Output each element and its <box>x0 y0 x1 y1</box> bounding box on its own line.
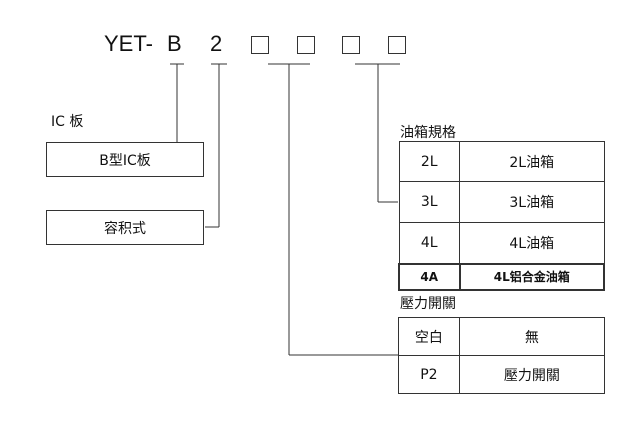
oil-tank-code: 4L <box>398 222 460 264</box>
pressure-switch-desc: 壓力開關 <box>458 355 606 394</box>
model-prefix: YET- <box>104 31 153 56</box>
pressure-switch-desc: 無 <box>458 317 606 356</box>
oil-tank-code: 2L <box>398 141 460 182</box>
code-slot-4 <box>388 36 406 54</box>
model-part-b: B <box>167 31 182 56</box>
oil-tank-code: 3L <box>398 181 460 223</box>
oil-tank-table: 2L 2L油箱 3L 3L油箱 4L 4L油箱 4A 4L铝合金油箱 <box>398 141 605 291</box>
oil-tank-code: 4A <box>398 262 461 291</box>
ic-board-heading: IC 板 <box>51 114 84 130</box>
oil-tank-desc: 4L铝合金油箱 <box>458 262 605 291</box>
model-part-2: 2 <box>210 31 223 56</box>
volume-type-box: 容积式 <box>46 210 204 245</box>
pressure-switch-code: 空白 <box>398 317 460 356</box>
oil-tank-desc: 4L油箱 <box>459 222 605 264</box>
ic-board-box-label: B型IC板 <box>99 152 151 169</box>
table-row: P2 壓力開關 <box>398 355 606 394</box>
volume-type-box-label: 容积式 <box>104 220 146 237</box>
pressure-switch-heading: 壓力開關 <box>400 296 456 312</box>
ic-board-box: B型IC板 <box>46 142 204 177</box>
pressure-switch-code: P2 <box>398 355 460 394</box>
table-row: 4A 4L铝合金油箱 <box>398 262 605 291</box>
table-row: 空白 無 <box>398 317 606 356</box>
oil-tank-heading: 油箱規格 <box>400 125 456 141</box>
table-row: 2L 2L油箱 <box>398 141 605 182</box>
table-row: 4L 4L油箱 <box>398 222 605 264</box>
oil-tank-desc: 2L油箱 <box>459 141 605 182</box>
oil-tank-desc: 3L油箱 <box>459 181 605 223</box>
code-slot-3 <box>342 36 360 54</box>
code-slot-1 <box>251 36 269 54</box>
code-slot-2 <box>297 36 315 54</box>
pressure-switch-table: 空白 無 P2 壓力開關 <box>398 317 606 394</box>
table-row: 3L 3L油箱 <box>398 181 605 223</box>
